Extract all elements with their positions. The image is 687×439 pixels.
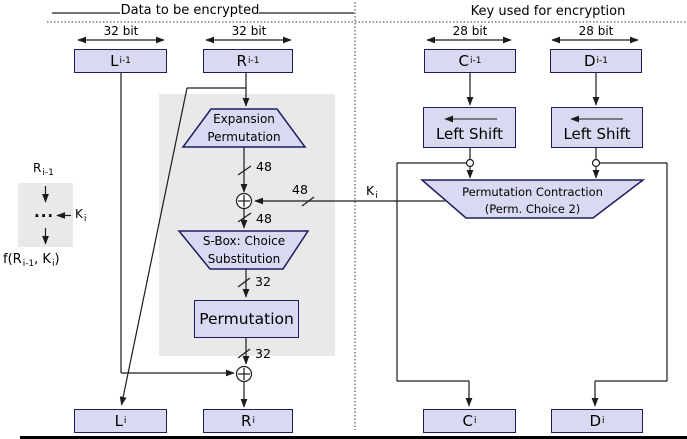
left-shift-d-label: Left Shift: [563, 125, 631, 143]
bus-label-48-expansion: 48: [256, 159, 272, 174]
key-wire-label-main: K: [366, 183, 375, 198]
branch-node-c: [465, 158, 475, 168]
expansion-permutation-label: Expansion Permutation: [184, 111, 304, 146]
bit-label-c: 28 bit: [452, 24, 488, 38]
perm-contraction-line1: Permutation Contraction: [462, 185, 603, 199]
register-c-prev-sub: i-1: [470, 55, 482, 66]
register-d-next-sub: i: [602, 415, 605, 426]
legend-r-label: Ri-1: [33, 161, 54, 178]
key-wire-label-sub: i: [375, 191, 378, 201]
branch-node-d: [591, 158, 601, 168]
left-shift-d-box: Left Shift: [551, 107, 643, 148]
register-c-next-label: C: [462, 411, 473, 430]
legend-dots: ···: [34, 207, 55, 225]
section-title-key: Key used for encryption: [470, 4, 626, 19]
register-l-next-label: L: [114, 411, 123, 430]
legend-f-p2: , K: [34, 252, 51, 267]
sbox-line1: S-Box: Choice: [202, 234, 286, 248]
bus-label-32-sbox: 32: [255, 274, 271, 289]
section-title-data: Data to be encrypted: [120, 3, 260, 18]
sbox-line2: Substitution: [207, 251, 281, 266]
register-d-next-label: D: [589, 411, 602, 430]
legend-key-main: K: [75, 207, 83, 221]
legend-key-sub: i: [83, 214, 87, 224]
legend-f-sub1: i-1: [22, 259, 35, 269]
register-c-prev-label: C: [458, 51, 469, 70]
permutation-box: Permutation: [194, 300, 299, 338]
register-l-prev-label: L: [110, 51, 119, 70]
register-l-prev-sub: i-1: [119, 55, 131, 66]
left-shift-c-label: Left Shift: [435, 125, 504, 143]
register-r-next-label: R: [241, 411, 252, 430]
register-c-next-sub: i: [473, 415, 477, 426]
register-r-prev-label: R: [236, 51, 247, 70]
expansion-line2: Permutation: [207, 129, 281, 144]
register-l-next-sub: i: [123, 415, 127, 426]
legend-r-main: R: [33, 161, 42, 175]
bottom-edge-bar: [20, 436, 687, 439]
register-d-prev-label: D: [583, 51, 596, 70]
xor2-circle: [235, 365, 253, 383]
register-r-prev-sub: i-1: [247, 55, 260, 66]
legend-key-label: Ki: [75, 207, 86, 224]
legend-f-p1: f(R: [3, 252, 22, 267]
legend-r-sub: i-1: [42, 168, 54, 178]
bit-label-r: 32 bit: [231, 24, 267, 38]
legend-f-sub2: i: [51, 259, 55, 269]
bus-label-48-xorout: 48: [256, 211, 272, 226]
bit-label-l: 32 bit: [103, 24, 139, 38]
bus-label-48-key: 48: [292, 182, 308, 197]
register-d-prev-sub: i-1: [596, 55, 609, 66]
perm-contraction-line2: (Perm. Choice 2): [484, 201, 581, 216]
left-shift-c-box: Left Shift: [423, 107, 516, 148]
legend-f-output-label: f(Ri-1, Ki): [3, 252, 60, 269]
perm-contraction-label: Permutation Contraction (Perm. Choice 2): [430, 184, 635, 217]
expansion-line1: Expansion: [213, 112, 275, 126]
bit-label-d: 28 bit: [578, 24, 614, 38]
bus-label-32-perm: 32: [255, 346, 271, 361]
key-wire-label: Ki: [366, 183, 378, 201]
register-r-next-sub: i: [252, 415, 255, 426]
permutation-label: Permutation: [199, 309, 294, 328]
legend-f-p3: ): [54, 252, 60, 267]
sbox-label: S-Box: Choice Substitution: [184, 233, 304, 268]
